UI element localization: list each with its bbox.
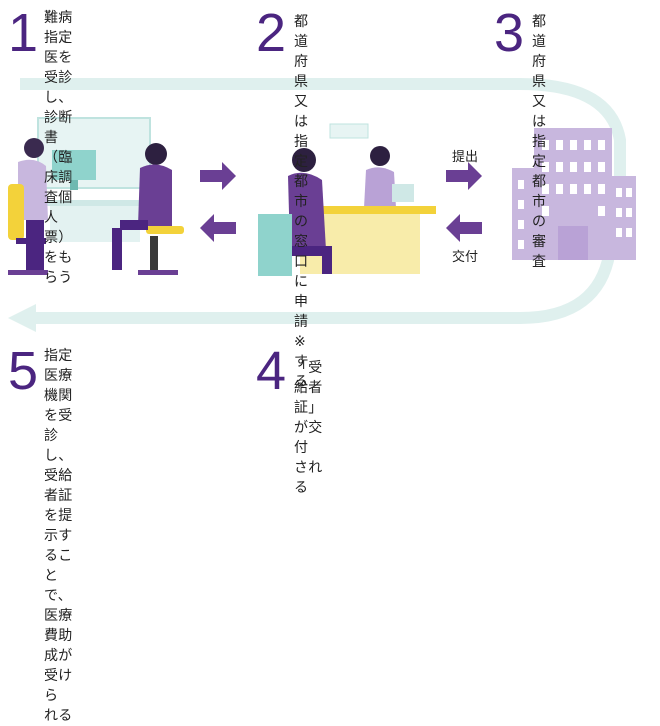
step-5-number: 5 bbox=[8, 341, 39, 401]
step-2-number: 2 bbox=[256, 3, 287, 63]
scene-government-building bbox=[512, 128, 636, 260]
monitor bbox=[52, 150, 96, 180]
step-1-text: 難病指定医を受診し、 診断書（臨床調査個人票） をもらう bbox=[44, 10, 73, 286]
flow-arrow-bottom bbox=[30, 248, 616, 324]
step-3-text: 都道府県又は 指定都市の審査 bbox=[532, 14, 547, 270]
arrow-submit bbox=[446, 162, 482, 190]
submit-label: 提出 bbox=[452, 150, 479, 165]
step-3-number: 3 bbox=[494, 3, 525, 63]
desk bbox=[40, 200, 160, 206]
flow-arrowhead-left bbox=[8, 304, 36, 332]
arrow-issue bbox=[446, 214, 482, 242]
arrow-left-1 bbox=[200, 214, 236, 242]
scene-doctor-consultation bbox=[8, 117, 184, 275]
step-1-number: 1 bbox=[8, 3, 39, 63]
step-4-text: 「受給者証」が交付 される bbox=[294, 360, 323, 496]
scene-application-counter bbox=[258, 123, 436, 276]
arrow-right-1 bbox=[200, 162, 236, 190]
flow-diagram bbox=[8, 78, 636, 332]
step-5-text: 指定医療機関を受診し、 受給者証を提示すること で、医療費助成が受けら れる bbox=[44, 348, 73, 724]
counter-sign bbox=[329, 123, 369, 139]
issue-label: 交付 bbox=[452, 250, 479, 265]
step-4-number: 4 bbox=[256, 341, 287, 401]
flow-arrow-top bbox=[20, 78, 626, 220]
step-2-text: 都道府県又は指定都市 の窓口に申請※する bbox=[294, 14, 309, 390]
